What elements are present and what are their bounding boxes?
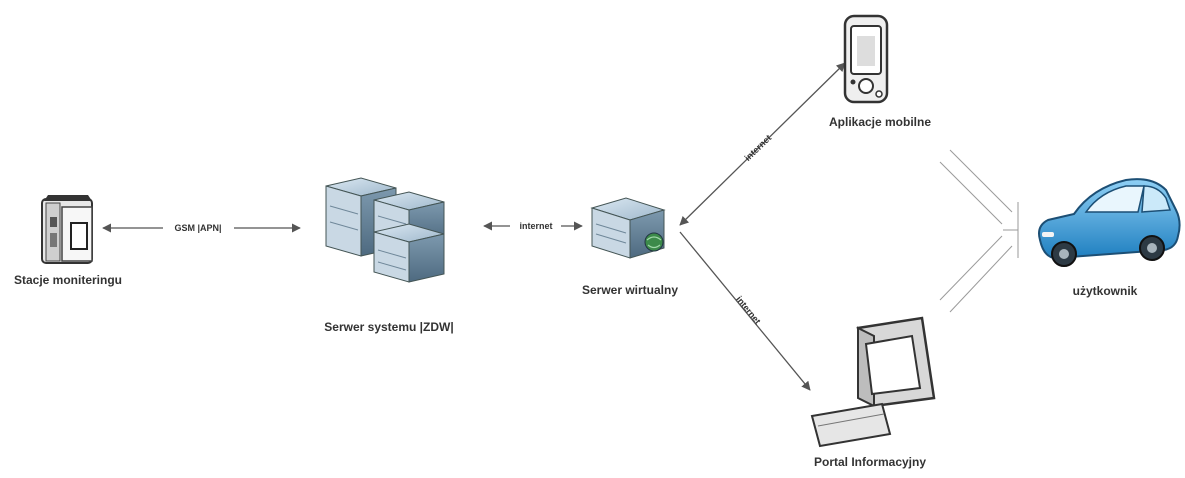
label-user: użytkownik xyxy=(1072,284,1138,298)
label-portal: Portal Informacyjny xyxy=(813,455,927,469)
car-icon xyxy=(1038,178,1181,267)
mobile-phone-icon xyxy=(843,14,889,104)
monitoring-station-icon xyxy=(41,195,93,264)
edge-internet-virtual-mobile: internet xyxy=(679,62,846,226)
edge-label-gsm: GSM |APN| xyxy=(174,223,221,233)
edge-label-internet-2: internet xyxy=(743,133,774,163)
edge-gsm: GSM |APN| xyxy=(102,223,301,233)
virtual-server-icon xyxy=(590,197,666,259)
label-mobile-app: Aplikacje mobilne xyxy=(828,115,932,129)
edge-internet-virtual-portal: internet xyxy=(679,231,811,391)
edge-label-internet-3: internet xyxy=(734,294,763,326)
desktop-computer-icon xyxy=(810,316,936,448)
label-system-server: Serwer systemu |ZDW| xyxy=(324,320,454,334)
label-virtual-server: Serwer wirtualny xyxy=(581,283,679,297)
edge-label-internet-1: internet xyxy=(519,221,552,231)
edge-internet-system-virtual: internet xyxy=(483,221,583,231)
server-rack-icon xyxy=(325,177,445,283)
user-access-lines xyxy=(939,149,1019,313)
label-monitoring-station: Stacje moniteringu xyxy=(13,273,123,287)
